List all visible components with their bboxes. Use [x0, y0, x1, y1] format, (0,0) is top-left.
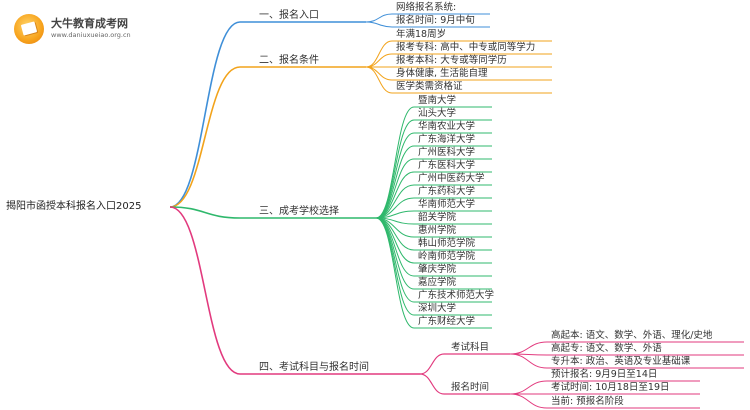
exam-timing-item: 预计报名: 9月9日至14日	[551, 369, 658, 380]
school-item: 广州医科大学	[418, 147, 476, 158]
school-item: 岭南师范学院	[418, 251, 476, 262]
leaf-connector	[375, 217, 492, 329]
entry-item: 报名时间: 9月中旬	[396, 15, 475, 26]
exam-subjects-label: 考试科目	[451, 342, 490, 353]
condition-item: 年满18周岁	[396, 29, 447, 40]
leaf-connector	[375, 158, 492, 219]
leaf-connector	[375, 145, 492, 219]
graduation-book-icon	[14, 14, 44, 44]
sub-branch-connector	[419, 353, 510, 375]
root-topic: 揭阳市函授本科报名入口2025	[6, 201, 142, 212]
condition-item: 医学类需资格证	[396, 81, 463, 92]
school-item: 汕头大学	[418, 108, 457, 119]
school-item: 韩山师范学院	[418, 238, 476, 249]
school-item: 韶关学院	[418, 212, 457, 223]
school-item: 嘉应学院	[418, 277, 457, 288]
entry-item: 网络报名系统:	[396, 2, 457, 13]
condition-item: 报考本科: 大专或等同学历	[396, 55, 507, 66]
leaf-connector	[375, 106, 492, 219]
logo-title: 大牛教育成考网	[51, 17, 128, 30]
school-item: 广东药科大学	[418, 186, 476, 197]
leaf-connector	[375, 119, 492, 219]
branch-connector	[169, 21, 366, 208]
school-item: 肇庆学院	[418, 264, 457, 275]
site-logo: 大牛教育成考网 www.daniuxueiao.org.cn	[14, 12, 144, 48]
condition-item: 身体健康, 生活能自理	[396, 68, 488, 79]
sub-branch-connector	[419, 373, 510, 395]
branch-connector	[169, 206, 420, 375]
school-item: 深圳大学	[418, 303, 457, 314]
leaf-connector	[365, 40, 552, 68]
exam-subject-item: 高起专: 语文、数学、外语	[551, 343, 662, 354]
school-item: 广东技术师范大学	[418, 290, 495, 301]
school-item: 广东医科大学	[418, 160, 476, 171]
branch-conditions-label: 二、报名条件	[259, 55, 319, 66]
logo-url: www.daniuxueiao.org.cn	[51, 31, 131, 39]
leaf-connector	[375, 171, 492, 219]
school-item: 华南农业大学	[418, 121, 476, 132]
exam-timing-item: 考试时间: 10月18日至19日	[551, 382, 670, 393]
school-item: 暨南大学	[418, 95, 457, 106]
leaf-connector	[365, 66, 552, 94]
leaf-connector	[509, 353, 744, 369]
school-item: 广州中医药大学	[418, 173, 485, 184]
branch-connector	[169, 206, 376, 219]
leaf-connector	[375, 132, 492, 219]
branch-entry-label: 一、报名入口	[259, 10, 319, 21]
exam-timing-item: 当前: 预报名阶段	[551, 396, 624, 407]
leaf-connector	[365, 21, 490, 28]
school-item: 华南师范大学	[418, 199, 476, 210]
school-item: 惠州学院	[418, 225, 457, 236]
leaf-connector	[509, 393, 700, 409]
branch-schools-label: 三、成考学校选择	[259, 206, 339, 217]
school-item: 广东海洋大学	[418, 134, 476, 145]
exam-timing-label: 报名时间	[451, 382, 490, 393]
condition-item: 报考专科: 高中、中专或同等学力	[396, 42, 536, 53]
branch-connector	[169, 66, 366, 208]
exam-subject-item: 专升本: 政治、英语及专业基础课	[551, 356, 691, 367]
exam-subject-item: 高起本: 语文、数学、外语、理化/史地	[551, 330, 713, 341]
branch-exam-label: 四、考试科目与报名时间	[259, 362, 369, 373]
school-item: 广东财经大学	[418, 316, 476, 327]
